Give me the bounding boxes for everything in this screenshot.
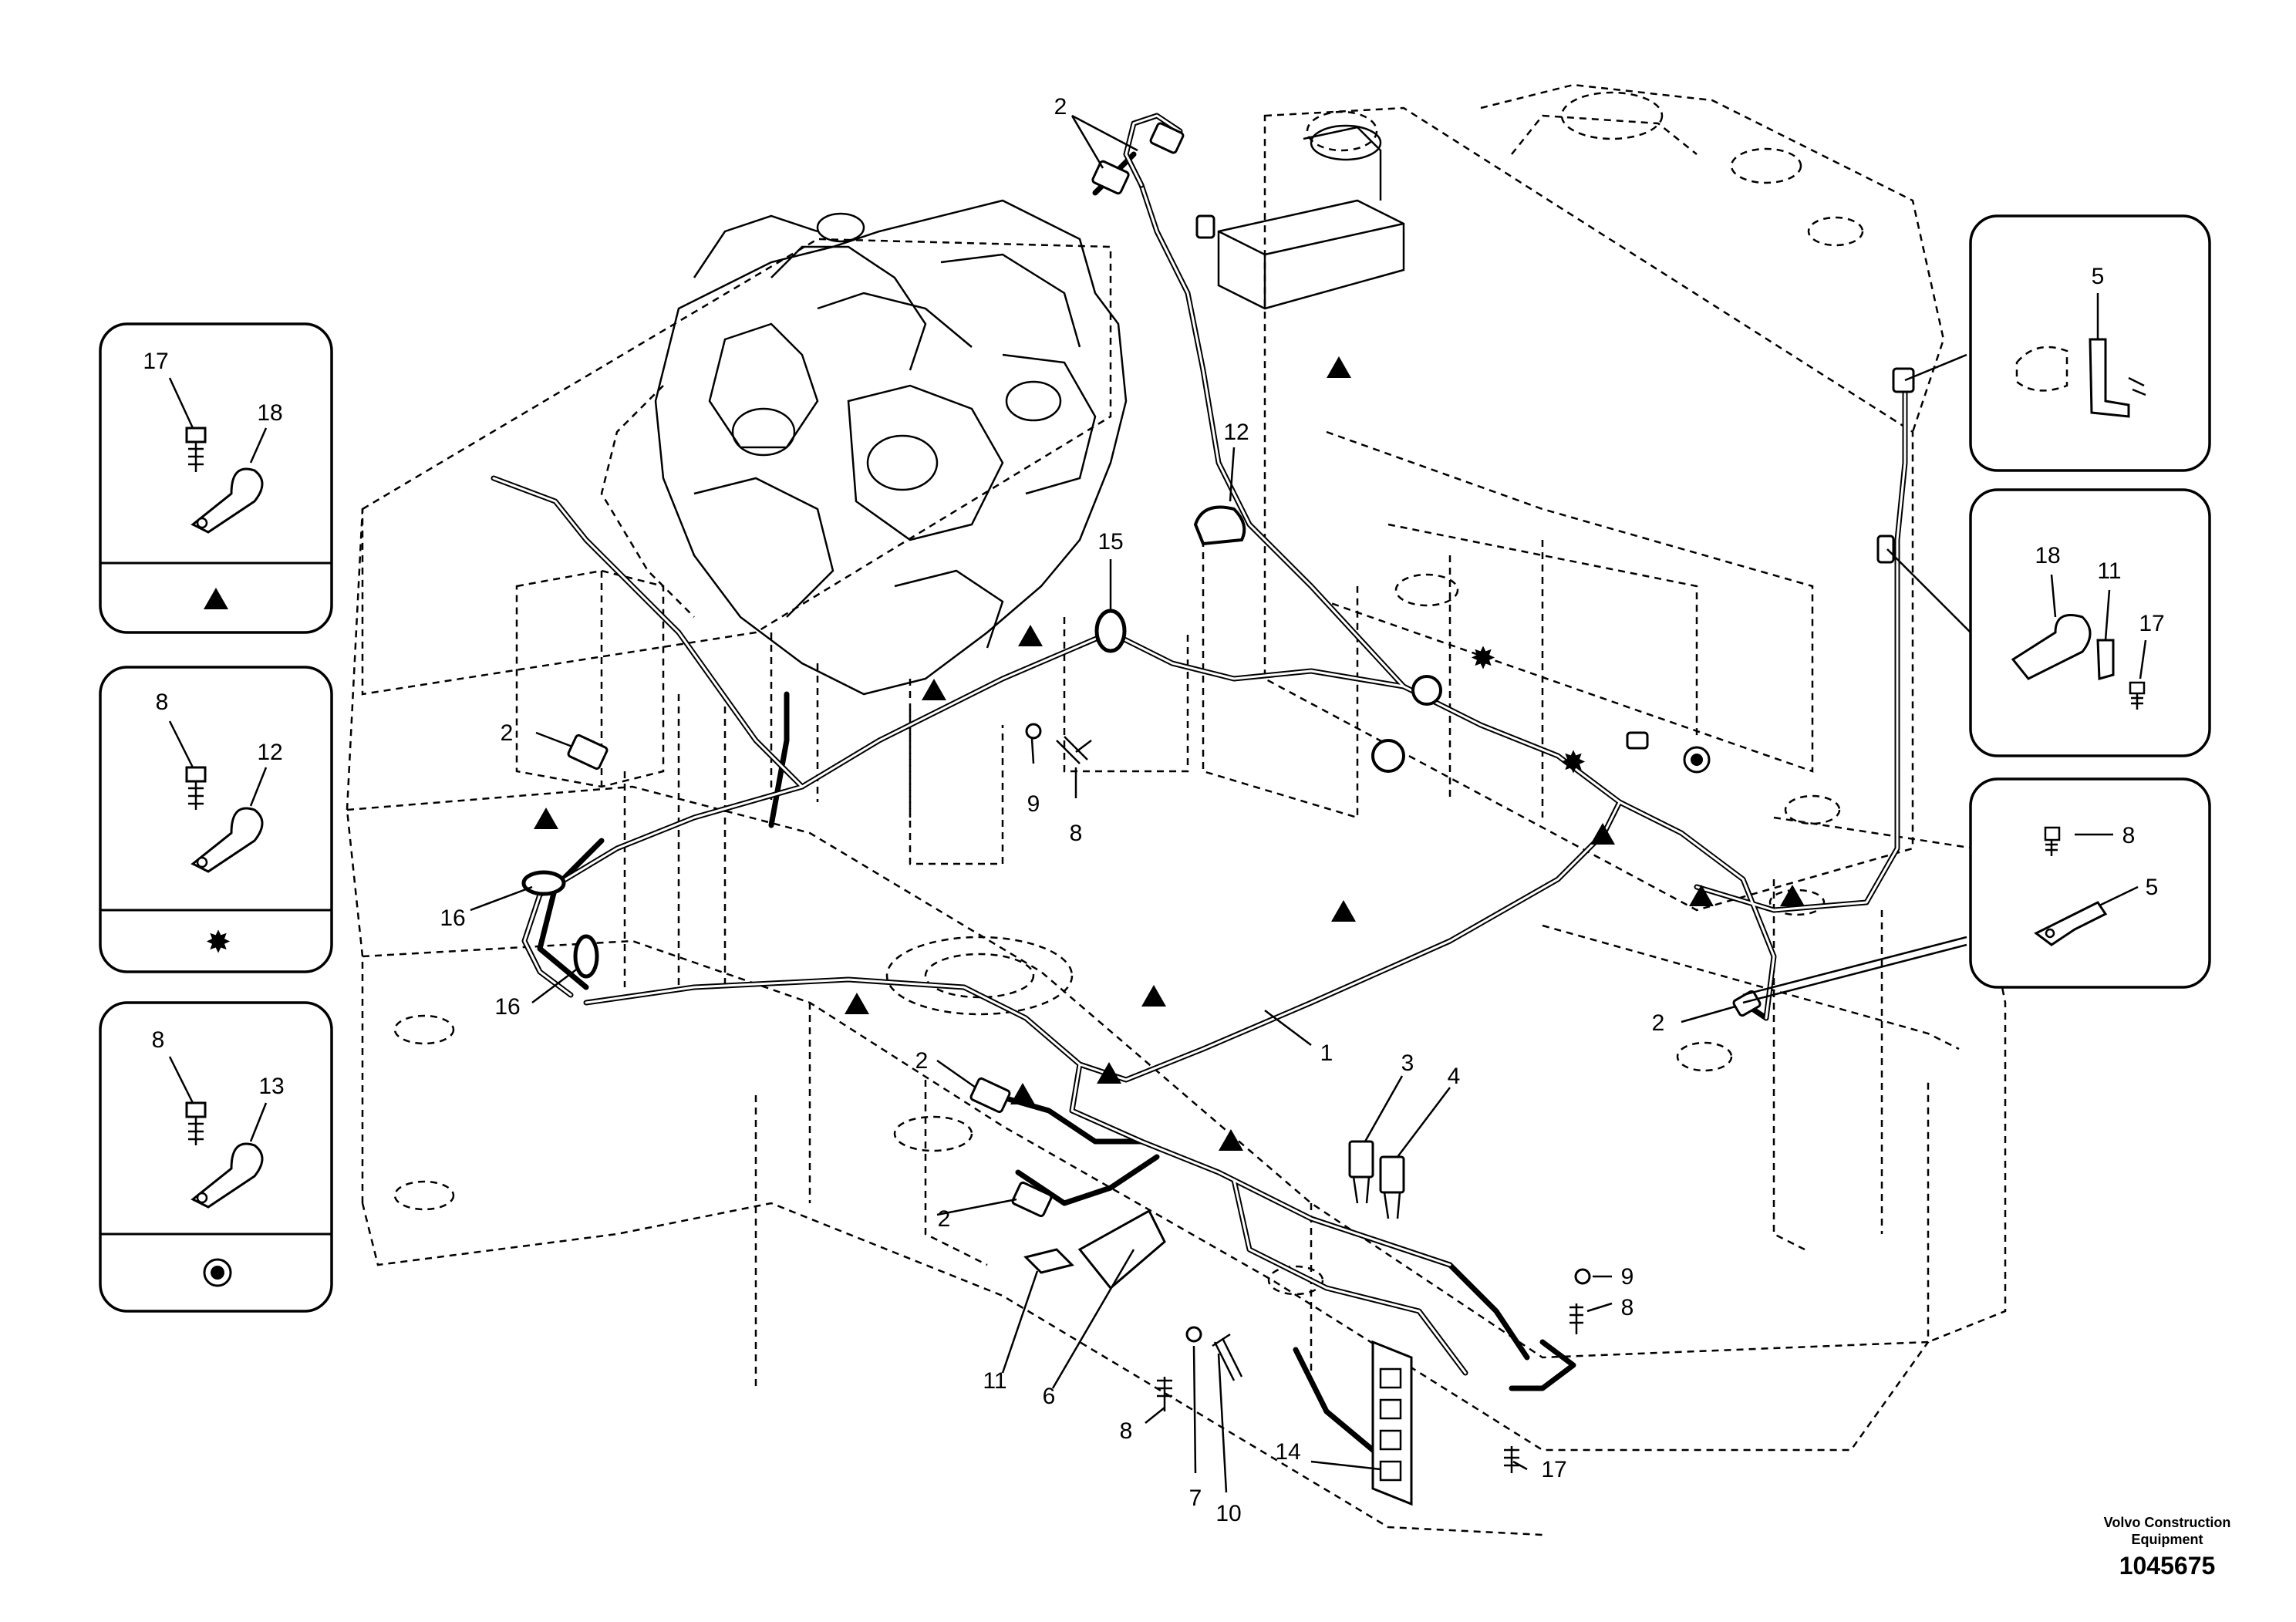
detail-label-18: 18 (2035, 543, 2060, 568)
triangle-symbol (204, 588, 228, 609)
triangle-marker (1018, 625, 1043, 646)
triangle-marker (1327, 356, 1351, 378)
connectors (567, 122, 1915, 1506)
clamps (521, 505, 1442, 979)
callout-8: 8 (1621, 1295, 1634, 1320)
detail-label-18: 18 (257, 400, 282, 426)
triangle-marker (845, 993, 869, 1014)
detail-label-8: 8 (156, 690, 169, 715)
callout-10: 10 (1215, 1501, 1241, 1526)
detail-box-circle: 8 13 (99, 1001, 333, 1313)
callout-14: 14 (1275, 1439, 1300, 1465)
triangle-marker (1689, 885, 1714, 906)
callout-6: 6 (1043, 1384, 1056, 1409)
callout-9: 9 (1027, 791, 1040, 817)
triangle-marker (1331, 900, 1356, 922)
detail-label-17: 17 (143, 349, 168, 374)
callout-2: 2 (938, 1206, 951, 1232)
detail-label-5: 5 (2146, 875, 2159, 900)
triangle-marker (1097, 1062, 1121, 1084)
triangle-marker (1590, 823, 1615, 845)
detail-box-clip-5-bolt-8: 8 5 (1969, 777, 2211, 989)
callout-2: 2 (1054, 94, 1067, 120)
callout-16: 16 (440, 905, 465, 931)
detail-label-11: 11 (2097, 558, 2121, 584)
callout-4: 4 (1448, 1064, 1461, 1089)
manufacturer-name: Volvo Construction Equipment (2067, 1514, 2267, 1548)
detail-label-8: 8 (152, 1027, 165, 1053)
detail-label-17: 17 (2139, 611, 2164, 636)
valve-block (1217, 124, 1405, 310)
left-structures (515, 569, 727, 987)
loose-parts (1025, 723, 1591, 1473)
triangle-marker (534, 808, 558, 829)
star-marker: ✸ (1470, 641, 1496, 676)
triangle-marker (922, 679, 946, 700)
callout-15: 15 (1097, 529, 1123, 555)
callout-16: 16 (494, 994, 520, 1020)
frame-outline (346, 83, 2007, 1536)
detail-box-clip-5: 5 (1969, 214, 2211, 472)
engine-block (600, 199, 1128, 818)
detail-label-8: 8 (2122, 823, 2136, 848)
triangle-marker (1010, 1083, 1035, 1104)
detail-box-star: 8 12 ✸ (99, 666, 333, 973)
callout-numbers: 2 12 15 2 9 8 16 16 1 2 3 4 2 2 11 6 8 7… (440, 94, 1664, 1526)
harness-markers: ✸ ✸ (534, 356, 1805, 1151)
detail-label-5: 5 (2092, 264, 2105, 289)
manufacturer-line-1: Volvo Construction (2103, 1515, 2231, 1530)
triangle-marker (1141, 985, 1166, 1007)
callout-3: 3 (1401, 1050, 1414, 1076)
manufacturer-line-2: Equipment (2131, 1532, 2203, 1547)
drawing-number: 1045675 (2119, 1552, 2216, 1580)
detail-label-12: 12 (257, 740, 282, 765)
callout-11: 11 (983, 1368, 1006, 1394)
callout-7: 7 (1189, 1485, 1202, 1511)
callout-9: 9 (1621, 1264, 1634, 1290)
detail-label-13: 13 (258, 1074, 284, 1099)
callout-17: 17 (1541, 1457, 1566, 1482)
triangle-marker (1780, 885, 1805, 906)
leader-lines (470, 114, 1971, 1493)
main-harness (491, 182, 1908, 1453)
callout-12: 12 (1223, 420, 1249, 445)
callout-2: 2 (501, 720, 514, 746)
detail-box-clamp-18: 18 11 17 (1969, 488, 2211, 757)
callout-1: 1 (1320, 1040, 1333, 1066)
star-marker: ✸ (1560, 745, 1586, 781)
callout-2: 2 (915, 1048, 929, 1074)
star-symbol: ✸ (205, 925, 231, 960)
callout-2: 2 (1652, 1010, 1665, 1036)
callout-8: 8 (1070, 821, 1083, 846)
detail-box-triangle: 17 18 (99, 322, 333, 634)
triangle-marker (1219, 1129, 1243, 1151)
callout-8: 8 (1120, 1418, 1133, 1444)
